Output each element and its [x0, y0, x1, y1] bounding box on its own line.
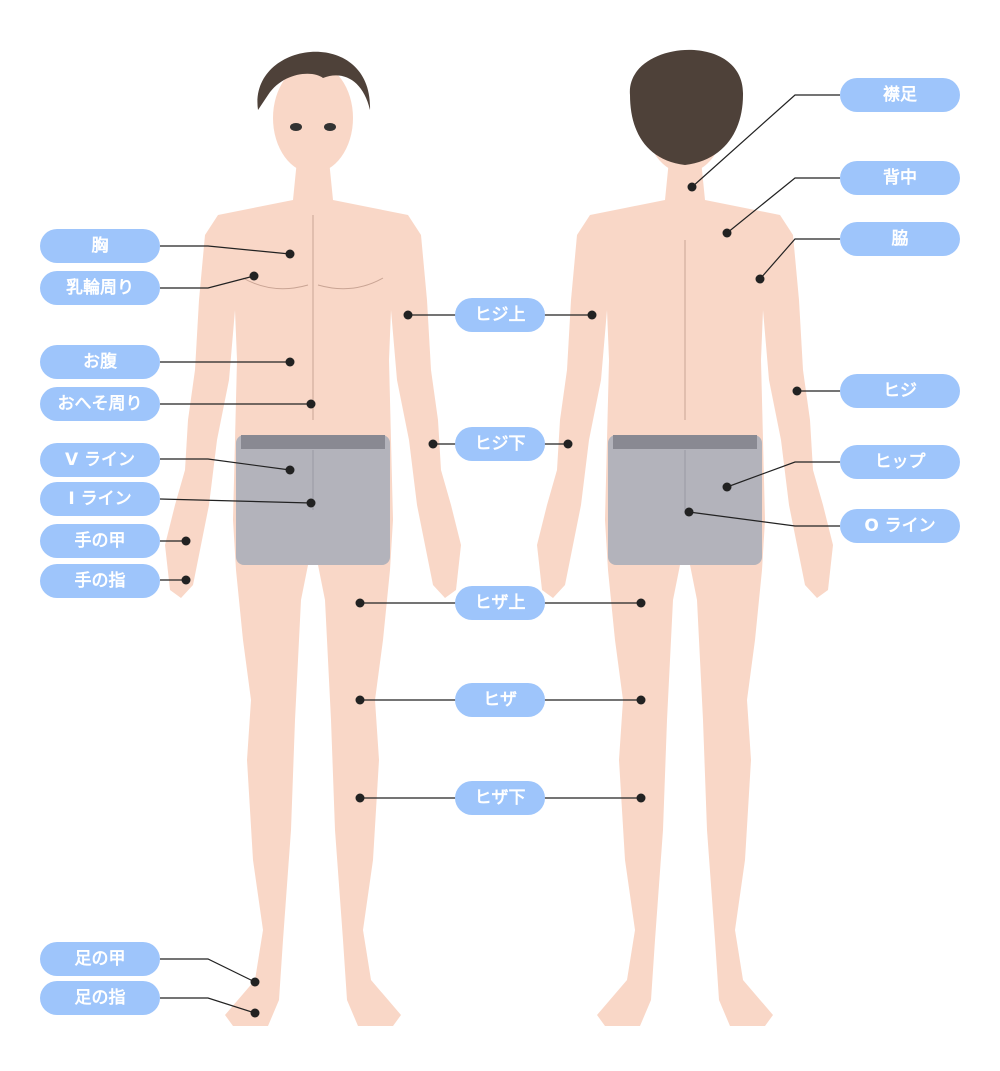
- point-marker: [250, 1008, 260, 1018]
- point-markers: [181, 182, 802, 1018]
- label-back-of-hand[interactable]: 手の甲: [40, 524, 160, 558]
- leader-i-line: [159, 498, 312, 504]
- leader-nape: [691, 94, 840, 188]
- point-marker: [181, 536, 191, 546]
- point-marker: [684, 507, 694, 517]
- leader-toes: [160, 997, 256, 1014]
- leader-armpit: [759, 238, 840, 280]
- point-marker: [636, 695, 646, 705]
- eye-right: [324, 123, 336, 131]
- body-silhouette: [537, 160, 833, 1026]
- point-marker: [355, 793, 365, 803]
- point-marker: [306, 498, 316, 508]
- label-fingers[interactable]: 手の指: [40, 564, 160, 598]
- leader-areola: [160, 275, 255, 289]
- point-marker: [722, 482, 732, 492]
- hair: [629, 49, 744, 165]
- label-areola[interactable]: 乳輪周り: [40, 271, 160, 305]
- point-marker: [285, 465, 295, 475]
- point-marker: [306, 399, 316, 409]
- point-marker: [181, 575, 191, 585]
- point-marker: [722, 228, 732, 238]
- point-marker: [250, 977, 260, 987]
- chest-lines: [242, 215, 384, 420]
- back-body-figure: [537, 49, 833, 1026]
- eye-left: [290, 123, 302, 131]
- body-silhouette: [165, 160, 461, 1026]
- leader-chest: [160, 245, 291, 255]
- point-marker: [285, 249, 295, 259]
- label-upper-elbow[interactable]: ヒジ上: [455, 298, 545, 332]
- point-marker: [428, 439, 438, 449]
- point-marker: [355, 598, 365, 608]
- label-top-of-foot[interactable]: 足の甲: [40, 942, 160, 976]
- label-i-line[interactable]: I ライン: [40, 482, 160, 516]
- point-marker: [687, 182, 697, 192]
- waistband: [241, 435, 385, 449]
- point-marker: [355, 695, 365, 705]
- hair: [257, 51, 371, 110]
- label-belly[interactable]: お腹: [40, 345, 160, 379]
- leader-o-line: [688, 511, 840, 527]
- front-body-figure: [165, 51, 461, 1026]
- label-lower-elbow[interactable]: ヒジ下: [455, 427, 545, 461]
- point-marker: [403, 310, 413, 320]
- point-marker: [636, 598, 646, 608]
- label-knee[interactable]: ヒザ: [455, 683, 545, 717]
- label-toes[interactable]: 足の指: [40, 981, 160, 1015]
- label-hip[interactable]: ヒップ: [840, 445, 960, 479]
- head: [273, 63, 353, 173]
- label-o-line[interactable]: O ライン: [840, 509, 960, 543]
- label-above-knee[interactable]: ヒザ上: [455, 586, 545, 620]
- leader-top-of-foot: [160, 958, 256, 983]
- point-marker: [249, 271, 259, 281]
- label-back[interactable]: 背中: [840, 161, 960, 195]
- point-marker: [563, 439, 573, 449]
- point-marker: [636, 793, 646, 803]
- point-marker: [755, 274, 765, 284]
- point-marker: [587, 310, 597, 320]
- label-elbow[interactable]: ヒジ: [840, 374, 960, 408]
- label-nape[interactable]: 襟足: [840, 78, 960, 112]
- label-v-line[interactable]: V ライン: [40, 443, 160, 477]
- leader-back: [726, 177, 840, 234]
- point-marker: [792, 386, 802, 396]
- leader-hip: [726, 461, 840, 488]
- label-navel[interactable]: おへそ周り: [40, 387, 160, 421]
- label-armpit[interactable]: 脇: [840, 222, 960, 256]
- waistband: [613, 435, 757, 449]
- label-below-knee[interactable]: ヒザ下: [455, 781, 545, 815]
- leader-v-line: [160, 458, 291, 471]
- label-chest[interactable]: 胸: [40, 229, 160, 263]
- point-marker: [285, 357, 295, 367]
